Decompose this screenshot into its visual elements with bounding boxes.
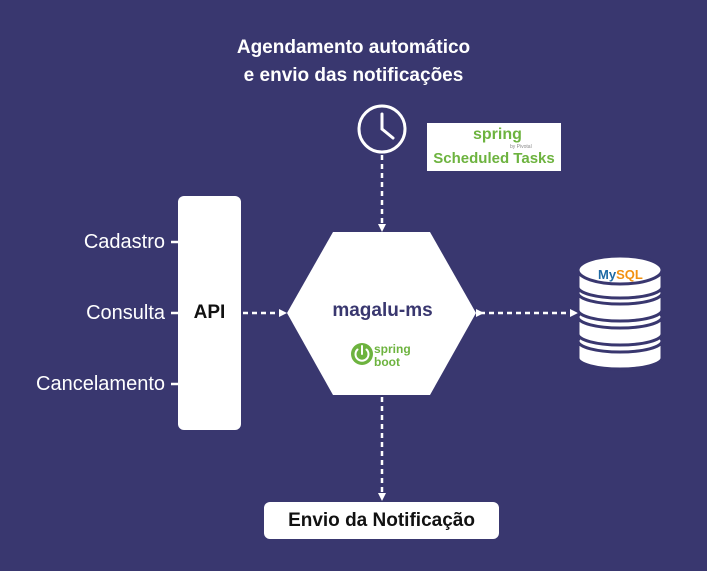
service-name: magalu-ms [332,300,433,321]
diagram-title-line2: e envio das notificações [243,65,464,86]
spring-boot-logo-line1: spring [374,342,411,356]
service-hexagon [287,232,476,395]
scheduled-tasks-badge [427,123,561,171]
api-box [178,196,241,430]
spring-pivotal-label: by Pivotal [510,144,532,150]
clock-icon [357,104,407,154]
spring-brand-label: spring [473,126,522,143]
diagram-title-line1: Agendamento automático [236,37,471,58]
mysql-logo-my: My [598,267,617,282]
notification-output-label: Envio da Notificação [288,510,475,531]
api-label: API [193,302,226,323]
mysql-logo-sql: SQL [616,267,643,282]
scheduled-tasks-label: Scheduled Tasks [433,150,555,167]
operation-label-cancelamento: Cancelamento [36,373,165,395]
power-icon [351,343,373,365]
database-icon [576,254,664,371]
operation-label-cadastro: Cadastro [83,231,165,253]
spring-boot-logo-line2: boot [374,355,400,369]
mysql-logo: MySQL [598,268,643,282]
operation-label-consulta: Consulta [86,302,165,324]
notification-output-box [264,502,499,539]
